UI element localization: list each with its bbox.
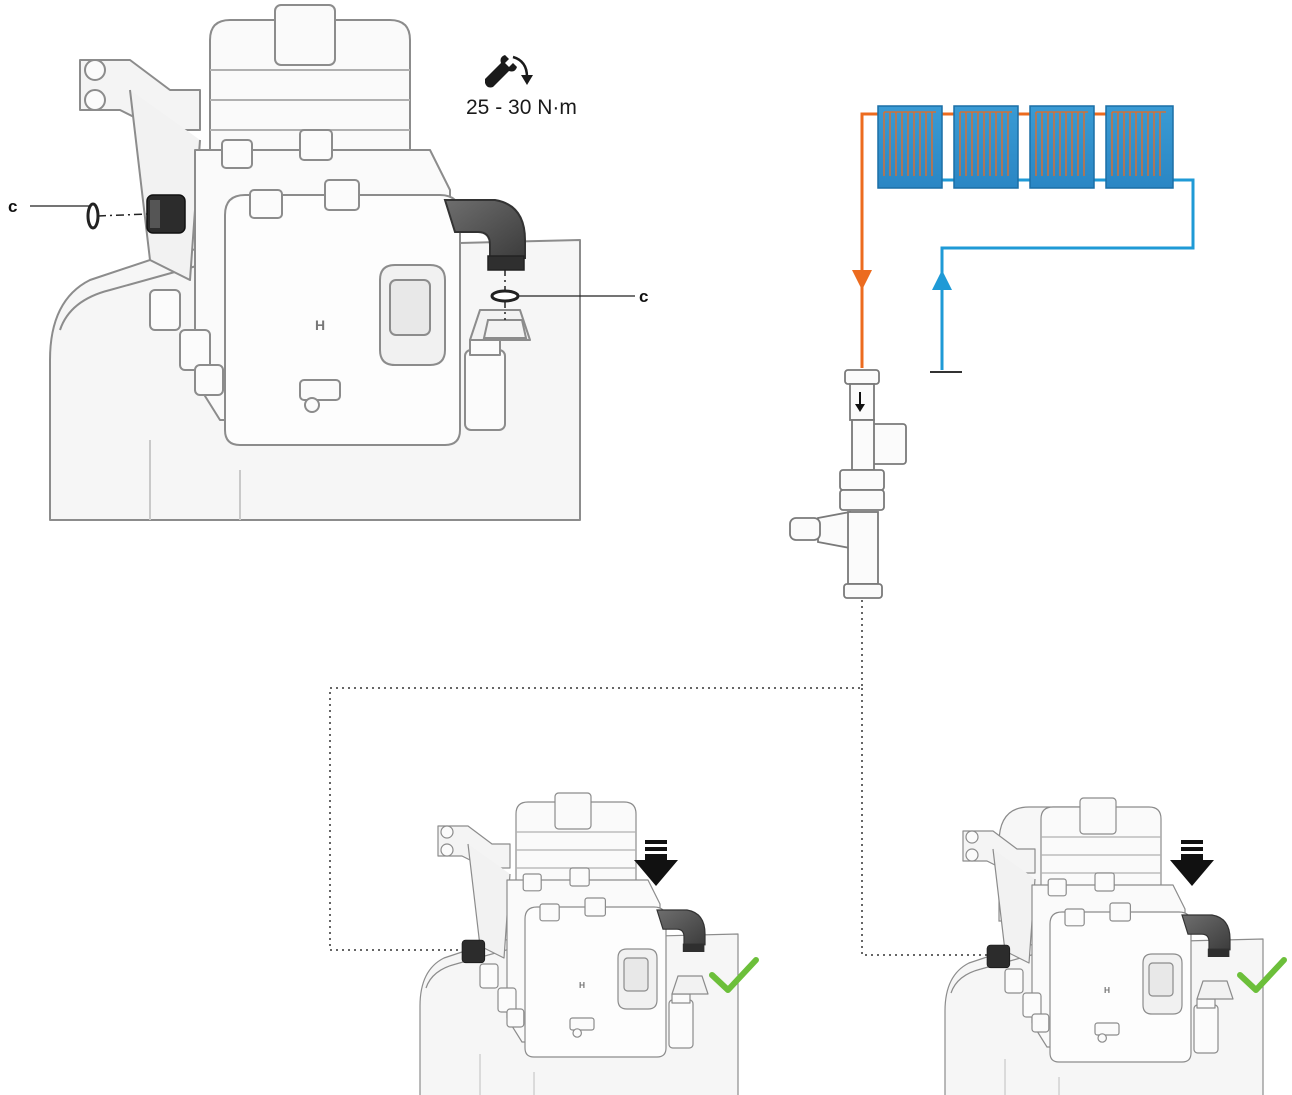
callout-label-left: c bbox=[8, 197, 17, 216]
connector-left bbox=[329, 600, 863, 951]
return-flow-arrow-icon bbox=[932, 270, 952, 290]
press-down-arrow-icon bbox=[634, 840, 678, 886]
torque-spec: 25 - 30 N·m bbox=[466, 55, 577, 119]
press-down-arrow-icon bbox=[1170, 840, 1214, 886]
radiator bbox=[953, 105, 1019, 189]
installed-view-left bbox=[419, 792, 759, 1095]
connector-right bbox=[861, 688, 990, 956]
radiator bbox=[877, 105, 943, 189]
installed-view-right bbox=[944, 797, 1287, 1095]
supply-flow-arrow-icon bbox=[852, 270, 872, 290]
return-pipe bbox=[940, 178, 1195, 370]
gasket-left bbox=[86, 202, 100, 230]
supply-pipe bbox=[860, 112, 878, 368]
check-mark-icon bbox=[709, 957, 759, 993]
valve-assembly bbox=[789, 369, 907, 599]
main-unit-illustration: c c bbox=[8, 4, 648, 521]
radiator-bank bbox=[877, 105, 1174, 189]
gasket-right bbox=[490, 289, 520, 303]
wrench-torque-icon bbox=[485, 55, 533, 88]
radiator bbox=[1105, 105, 1174, 189]
check-mark-icon bbox=[1237, 957, 1287, 993]
radiator bbox=[1029, 105, 1095, 189]
torque-value: 25 - 30 N·m bbox=[466, 96, 577, 119]
heating-circuit-schematic bbox=[329, 105, 1195, 956]
callout-label-right: c bbox=[639, 287, 648, 306]
